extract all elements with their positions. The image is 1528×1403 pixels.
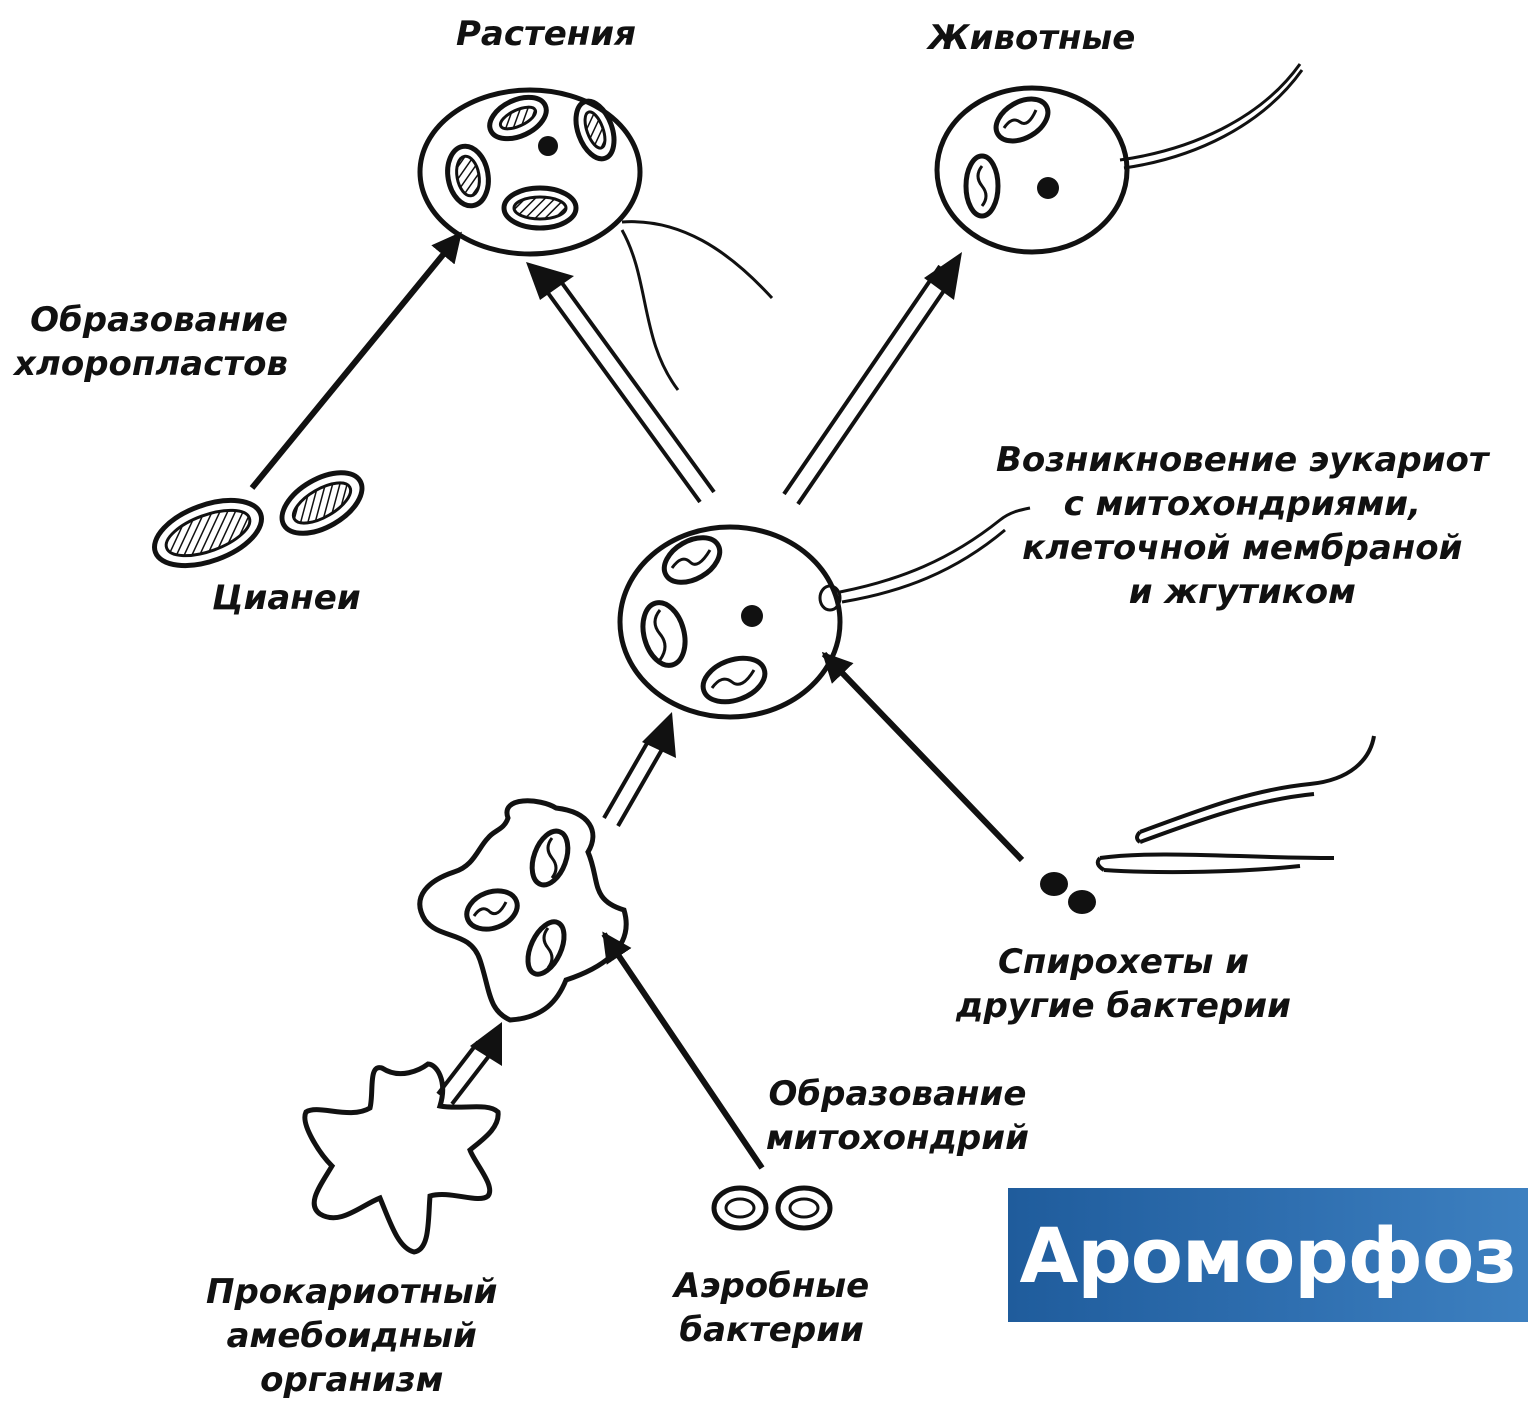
label-prokaryote: Прокариотный амебоидный организм — [206, 1270, 497, 1402]
amoeba-body — [420, 801, 626, 1020]
mitochondrion — [636, 598, 691, 670]
flagellum — [622, 230, 678, 390]
mitochondrion — [697, 650, 771, 709]
mitochondrion — [461, 884, 522, 936]
label-mitochondria-formation: Образование митохондрий — [766, 1072, 1029, 1160]
mitochondrion — [525, 826, 574, 890]
nucleus — [538, 136, 558, 156]
spirochete — [1140, 736, 1374, 832]
spirochete — [1104, 866, 1300, 872]
coccus-bacterium — [1068, 890, 1096, 914]
label-aerobic-bacteria: Аэробные бактерии — [674, 1264, 869, 1352]
label-plants: Растения — [456, 12, 636, 56]
amoeba-with-mitochondria — [420, 801, 626, 1020]
aerobic-bacterium — [714, 1188, 766, 1228]
double-arrow-eukaryote-to-plant — [526, 262, 714, 502]
mitochondrion — [966, 156, 998, 216]
animal-cell — [937, 64, 1302, 252]
chloroplast — [504, 188, 576, 228]
prokaryote-amoeba — [305, 1064, 498, 1252]
label-cyanobacteria: Цианеи — [212, 576, 361, 620]
cyanobacterium — [272, 460, 372, 546]
spirochete — [1100, 854, 1334, 858]
eukaryote-cell — [620, 508, 1030, 717]
double-arrow-eukaryote-to-animal — [784, 252, 962, 504]
arrow-aerobes-to-amoeba — [604, 934, 762, 1168]
flagellum — [622, 222, 772, 298]
aerobic-bacteria — [714, 1188, 830, 1228]
double-arrow-amoeba-to-eukaryote — [604, 712, 676, 826]
cyanobacterium — [146, 488, 270, 579]
arrow-spirochetes-to-eukaryote — [824, 654, 1022, 860]
label-eukaryote-origin: Возникновение эукариот с митохондриями, … — [996, 438, 1489, 614]
aromorphosis-banner: Ароморфоз — [1008, 1188, 1528, 1322]
coccus-bacterium — [1040, 872, 1068, 896]
nucleus — [741, 605, 763, 627]
nucleus — [1037, 177, 1059, 199]
aerobic-bacterium — [778, 1188, 830, 1228]
plant-cell — [420, 89, 772, 390]
spirochetes — [1040, 736, 1374, 914]
label-chloroplast-formation: Образование хлоропластов — [14, 298, 288, 386]
banner-title: Ароморфоз — [1020, 1211, 1517, 1300]
mitochondrion — [657, 529, 728, 592]
double-arrow-prokaryote-to-amoeba — [438, 1022, 502, 1104]
label-animals: Животные — [928, 16, 1135, 60]
mitochondrion — [521, 916, 572, 979]
animal-cell-membrane — [937, 88, 1127, 252]
label-spirochetes: Спирохеты и другие бактерии — [956, 940, 1291, 1028]
mitochondrion — [989, 90, 1055, 149]
flagellum — [1120, 64, 1300, 160]
eukaryote-cell-membrane — [620, 527, 840, 717]
chloroplast — [443, 143, 493, 209]
